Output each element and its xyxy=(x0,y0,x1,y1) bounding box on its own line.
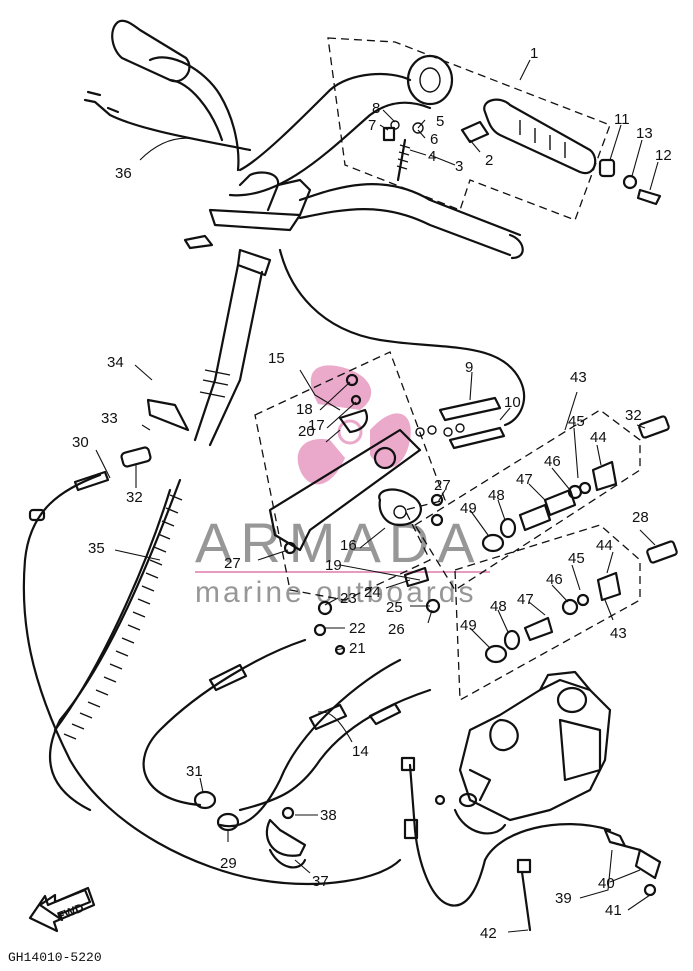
callout-47-b: 47 xyxy=(517,591,534,608)
callout-36: 36 xyxy=(115,165,132,182)
callout-37: 37 xyxy=(312,873,329,890)
callout-11: 11 xyxy=(614,111,630,128)
callouts: 1 2 3 4 5 6 7 8 9 10 11 12 13 14 15 16 1… xyxy=(72,45,672,942)
callout-6: 6 xyxy=(430,131,438,148)
watermark-tagline: marine outboards xyxy=(195,576,476,609)
callout-27-b: 27 xyxy=(434,477,451,494)
callout-15: 15 xyxy=(268,350,285,367)
callout-9: 9 xyxy=(465,359,473,376)
callout-32-a: 32 xyxy=(126,489,143,506)
group-box-43-lower xyxy=(454,524,641,702)
watermark-brand: ARMADA xyxy=(195,511,483,574)
callout-14: 14 xyxy=(352,743,369,760)
callout-34: 34 xyxy=(107,354,124,371)
callout-24: 24 xyxy=(364,584,381,601)
callout-13: 13 xyxy=(636,125,653,142)
callout-19: 19 xyxy=(325,557,342,574)
callout-49-b: 49 xyxy=(460,617,477,634)
callout-4: 4 xyxy=(428,148,436,165)
callout-25: 25 xyxy=(386,599,403,616)
callout-44-b: 44 xyxy=(596,537,613,554)
part-code: GH14010-5220 xyxy=(8,950,102,965)
callout-20-label: 20 xyxy=(298,423,315,440)
callout-42: 42 xyxy=(480,925,497,942)
callout-10: 10 xyxy=(504,394,521,411)
callout-12: 12 xyxy=(655,147,672,164)
callout-46-b: 46 xyxy=(546,571,563,588)
callout-7: 7 xyxy=(368,117,376,134)
callout-44-a: 44 xyxy=(590,429,607,446)
callout-16: 16 xyxy=(340,537,357,554)
callout-49-a: 49 xyxy=(460,500,477,517)
callout-33: 33 xyxy=(101,410,118,427)
callout-40: 40 xyxy=(598,875,615,892)
callout-35: 35 xyxy=(88,540,105,557)
callout-38: 38 xyxy=(320,807,337,824)
callout-45-a: 45 xyxy=(568,413,585,430)
cable-end-kits xyxy=(481,415,678,664)
callout-41: 41 xyxy=(605,902,622,919)
fwd-label: FWD xyxy=(55,900,86,923)
callout-2: 2 xyxy=(485,152,493,169)
callout-29: 29 xyxy=(220,855,237,872)
callout-8: 8 xyxy=(372,100,380,117)
callout-28: 28 xyxy=(632,509,649,526)
callout-17: 17 xyxy=(308,417,325,434)
handlebar-assembly xyxy=(111,19,662,447)
callout-26: 26 xyxy=(388,621,405,638)
callout-1: 1 xyxy=(530,45,538,62)
fwd-arrow-icon xyxy=(28,886,96,933)
callout-5: 5 xyxy=(436,113,444,130)
cables xyxy=(22,90,612,907)
callout-43-b: 43 xyxy=(610,625,627,642)
callout-30: 30 xyxy=(72,434,89,451)
callout-23: 23 xyxy=(340,590,357,607)
fwd-indicator: FWD xyxy=(28,886,96,933)
callout-18: 18 xyxy=(296,401,313,418)
bracket-assembly xyxy=(268,373,465,656)
callout-39: 39 xyxy=(555,890,572,907)
callout-3: 3 xyxy=(455,158,463,175)
leader-lines xyxy=(95,59,659,933)
callout-48-a: 48 xyxy=(488,487,505,504)
callout-22: 22 xyxy=(349,620,366,637)
misc-parts xyxy=(38,806,662,932)
carburettor xyxy=(434,670,612,835)
callout-48-b: 48 xyxy=(490,598,507,615)
callout-21: 21 xyxy=(349,640,366,657)
callout-31: 31 xyxy=(186,763,203,780)
callout-47-a: 47 xyxy=(516,471,533,488)
callout-32-b: 32 xyxy=(625,407,642,424)
callout-45-b: 45 xyxy=(568,550,585,567)
group-box-15 xyxy=(254,351,446,601)
callout-27-a: 27 xyxy=(224,555,241,572)
callout-43-a: 43 xyxy=(570,369,587,386)
callout-46-a: 46 xyxy=(544,453,561,470)
